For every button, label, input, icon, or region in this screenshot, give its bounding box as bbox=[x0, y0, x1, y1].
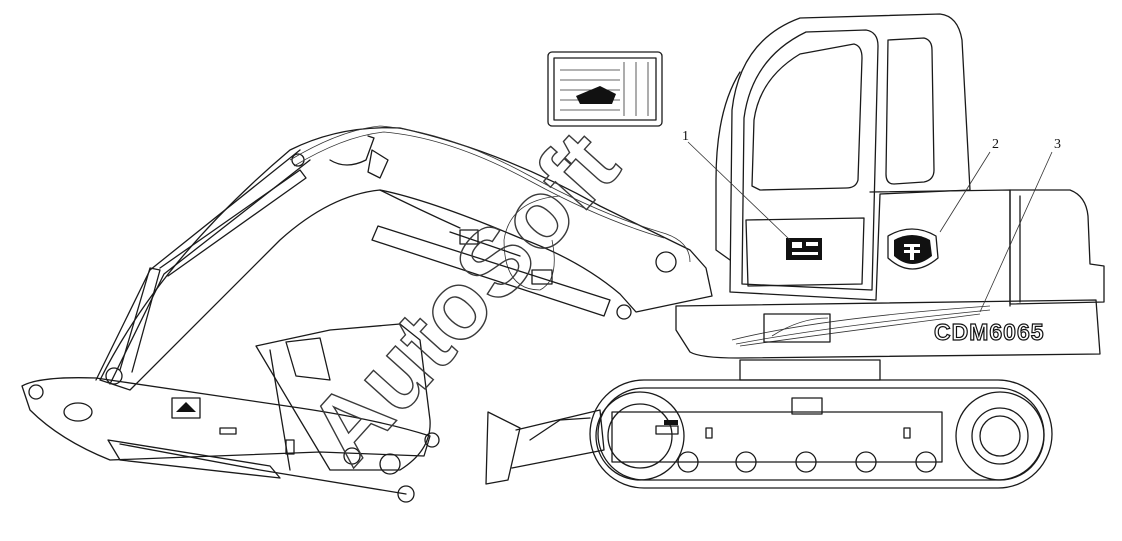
boom bbox=[99, 127, 713, 391]
decal-3-stripe: CDM6065 bbox=[731, 305, 1045, 347]
callout-3-number: 3 bbox=[1054, 137, 1061, 152]
callout-2-number: 2 bbox=[992, 137, 999, 152]
upper-structure bbox=[675, 189, 1105, 381]
load-chart-decal bbox=[547, 51, 663, 127]
dozer-blade bbox=[485, 409, 605, 485]
decal-2-emblem bbox=[887, 228, 939, 270]
boom-cylinder bbox=[371, 225, 611, 317]
callout-1-number: 1 bbox=[682, 129, 689, 144]
track-rollers bbox=[677, 451, 937, 473]
callout-leaders bbox=[687, 141, 1053, 313]
model-label: CDM6065 bbox=[934, 319, 1045, 345]
bucket-linkage bbox=[107, 323, 440, 503]
watermark-text: AutoSoft bbox=[288, 111, 639, 484]
track-assembly bbox=[589, 379, 1053, 489]
arm bbox=[21, 149, 431, 461]
decal-1 bbox=[786, 238, 822, 260]
operator-cab bbox=[715, 13, 971, 301]
